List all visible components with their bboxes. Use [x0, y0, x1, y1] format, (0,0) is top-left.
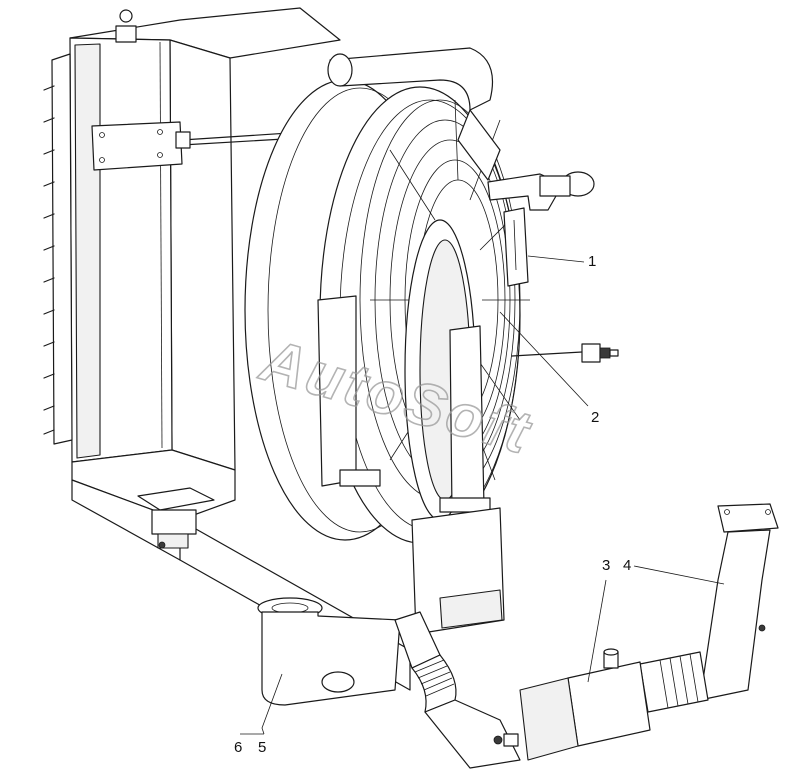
- lifting-eye: [115, 9, 137, 43]
- callout-5: 5: [258, 673, 283, 756]
- support-leg: [411, 507, 505, 635]
- callout-label-3: 3: [602, 557, 610, 574]
- callout-label-2: 2: [591, 409, 599, 426]
- mounting-bracket: [91, 121, 183, 171]
- rubber-mount: [137, 487, 215, 549]
- fan-shroud: [244, 79, 530, 544]
- sensor-item-2: [511, 343, 619, 363]
- bracket-item-1: [487, 171, 595, 287]
- callout-1: 1: [527, 253, 596, 270]
- radiator-fins: [43, 85, 55, 435]
- callout-4: 4: [623, 557, 725, 585]
- callout-label-5: 5: [258, 739, 266, 756]
- lower-pipe-left: [257, 597, 521, 769]
- callout-label-1: 1: [588, 253, 596, 270]
- callout-6: 6: [234, 733, 264, 756]
- callout-2: 2: [499, 311, 599, 426]
- radiator-core: [43, 7, 341, 521]
- callout-label-4: 4: [623, 557, 631, 574]
- callout-3: 3: [587, 557, 610, 683]
- upper-hose: [327, 47, 501, 181]
- callout-label-6: 6: [234, 739, 242, 756]
- lower-pipe-right: [493, 503, 779, 761]
